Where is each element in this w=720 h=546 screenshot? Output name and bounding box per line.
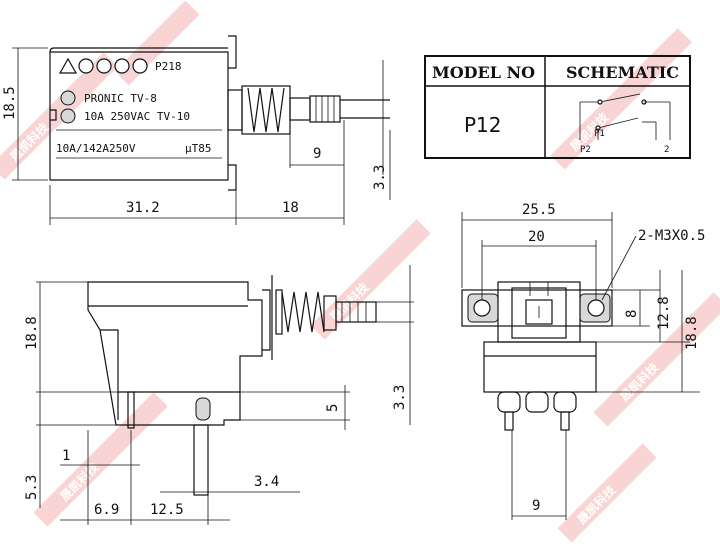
plunger-face bbox=[525, 299, 553, 325]
dim-3-4: 3.4 bbox=[254, 474, 279, 490]
cert-circle-icon bbox=[78, 58, 94, 74]
side-body-outline bbox=[87, 281, 263, 426]
bottom-mount-tab bbox=[228, 164, 237, 191]
dim-12-8: 12.8 bbox=[656, 296, 672, 330]
schematic-p1-label: P1 bbox=[594, 129, 605, 139]
side-plunger bbox=[335, 301, 377, 323]
schematic-2-label: 2 bbox=[664, 145, 669, 155]
top-mount-tab bbox=[228, 35, 237, 69]
dim-1: 1 bbox=[62, 448, 70, 464]
dim-3-3-mid: 3.3 bbox=[392, 385, 408, 410]
warning-icon bbox=[58, 57, 78, 74]
top-view: P218 PRONIC TV-8 10A 250VAC TV-10 10A/14… bbox=[2, 35, 391, 225]
dim-25-5: 25.5 bbox=[522, 202, 556, 218]
dim-18-8-left: 18.8 bbox=[24, 316, 40, 350]
header-schematic: SCHEMATIC bbox=[566, 63, 679, 82]
side-plunger-ribs bbox=[341, 302, 367, 322]
side-mount-tab bbox=[262, 289, 271, 351]
dim-3-3-top: 3.3 bbox=[372, 165, 388, 190]
schematic-p2-label: P2 bbox=[580, 145, 591, 155]
plunger-ribs bbox=[315, 96, 335, 122]
table-border bbox=[424, 55, 691, 159]
temp-label: μT85 bbox=[185, 142, 212, 155]
top-body-outline bbox=[49, 51, 229, 181]
dim-5-3: 5.3 bbox=[24, 475, 40, 500]
dim-8: 8 bbox=[624, 310, 640, 318]
front-inner bbox=[511, 287, 567, 339]
schematic-contact bbox=[597, 117, 639, 129]
header-model-no: MODEL NO bbox=[432, 63, 535, 82]
side-spring-base bbox=[275, 289, 283, 335]
cert-logo-icon bbox=[60, 108, 76, 124]
top-notch bbox=[50, 109, 57, 121]
terminal-left bbox=[497, 391, 521, 413]
schematic-symbol: P1 P2 2 bbox=[579, 93, 671, 155]
side-spring bbox=[281, 291, 325, 333]
rating-label: 10A 250VAC TV-10 bbox=[84, 110, 190, 123]
side-pin bbox=[127, 391, 135, 429]
watermark-text: 晟凯科技 bbox=[617, 359, 662, 404]
flange bbox=[461, 289, 613, 327]
dim-18-5: 18.5 bbox=[2, 86, 18, 120]
spring bbox=[247, 87, 285, 133]
ul-logo-icon bbox=[60, 90, 76, 106]
dim-5: 5 bbox=[325, 404, 341, 412]
watermark-text: 晟凯科技 bbox=[327, 279, 372, 324]
plunger-base bbox=[289, 97, 311, 121]
side-slot bbox=[195, 397, 211, 421]
rating2-label: 10A/142A250V bbox=[56, 142, 136, 155]
watermark-text: 晟凯科技 bbox=[574, 482, 619, 527]
model-code-label: P218 bbox=[155, 60, 182, 73]
dim-6-9: 6.9 bbox=[94, 502, 119, 518]
dim-20: 20 bbox=[528, 229, 545, 245]
brand-label: PRONIC TV-8 bbox=[84, 92, 157, 105]
top-body-edge bbox=[49, 47, 228, 53]
watermark-text: 晟凯科技 bbox=[57, 459, 102, 504]
dim-18-8-right: 18.8 bbox=[684, 316, 700, 350]
cert-circle-icon bbox=[132, 58, 148, 74]
dim-18: 18 bbox=[282, 200, 299, 216]
model-value: P12 bbox=[464, 113, 502, 137]
terminal-pin bbox=[504, 411, 514, 431]
side-view: 18.8 5.3 6.9 12.5 1 3.4 5 3.3 bbox=[24, 265, 414, 525]
dim-31-2: 31.2 bbox=[126, 200, 160, 216]
dim-12-5: 12.5 bbox=[150, 502, 184, 518]
side-body-inner bbox=[100, 329, 119, 420]
schematic-node bbox=[597, 99, 603, 105]
cert-circle-icon bbox=[114, 58, 130, 74]
cert-marks: P218 bbox=[58, 57, 182, 74]
dim-9-top: 9 bbox=[313, 146, 321, 162]
terminal-pin bbox=[560, 411, 570, 431]
watermark-text: 晟凯科技 bbox=[7, 119, 52, 164]
mount-hole-right bbox=[587, 299, 605, 317]
schematic-contact bbox=[599, 93, 641, 103]
terminal-right bbox=[553, 391, 577, 413]
leader-line bbox=[601, 235, 637, 301]
actuator-block bbox=[227, 89, 243, 131]
terminal-center bbox=[525, 391, 549, 413]
plunger bbox=[309, 95, 341, 123]
dim-m3-callout: 2-M3X0.5 bbox=[638, 228, 705, 244]
front-view: 25.5 20 2-M3X0.5 8 12.8 18.8 9 bbox=[461, 202, 705, 520]
front-lower-body bbox=[483, 341, 597, 393]
bottom-terminal bbox=[193, 424, 209, 496]
dim-9-bottom: 9 bbox=[532, 498, 540, 514]
mount-hole-left bbox=[473, 299, 491, 317]
cert-circle-icon bbox=[96, 58, 112, 74]
model-table: MODEL NO SCHEMATIC P12 P1 P2 2 bbox=[424, 55, 691, 159]
